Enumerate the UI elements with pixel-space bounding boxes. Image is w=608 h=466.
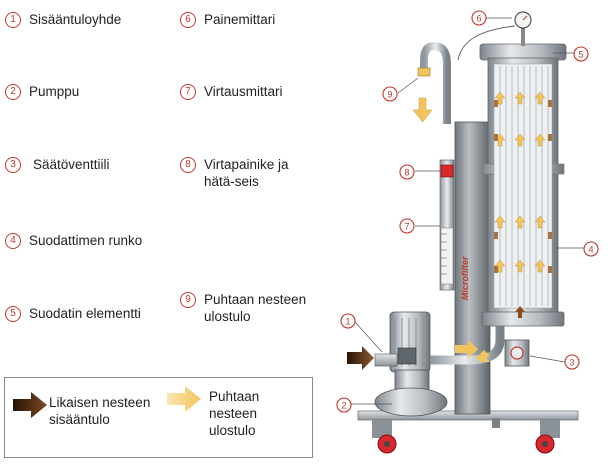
legend-item-9: 9 Puhtaan nesteen ulostulo: [180, 291, 334, 325]
emergency-stop-button: [440, 164, 454, 178]
callout-5: 5: [573, 46, 589, 62]
internal-flow-arrow-2-icon: [476, 350, 490, 362]
legend-item-7: 7 Virtausmittari: [180, 83, 334, 100]
callout-7: 7: [399, 218, 415, 234]
dirty-flow-arrow-icon: [13, 392, 47, 418]
legend-number-6: 6: [180, 12, 196, 28]
gauge-tube: [457, 25, 516, 61]
pump-motor: [374, 311, 448, 417]
dirty-flow-label: Likaisen nesteen sisääntulo: [49, 395, 151, 427]
legend-item-1: 1 Sisääntuloyhde: [5, 11, 179, 28]
legend-label-2: Pumppu: [29, 84, 80, 99]
dirty-inlet-arrow-icon: [347, 346, 374, 370]
clean-flow-label: Puhtaan nesteen ulostulo: [209, 389, 260, 438]
legend-label-4: Suodattimen runko: [29, 233, 143, 248]
callout-number-5: 5: [578, 50, 583, 60]
callout-3: 3: [564, 354, 580, 370]
legend-label-9: Puhtaan nesteen ulostulo: [204, 292, 307, 324]
callout-leaders: [351, 17, 584, 405]
flow-key-box: Likaisen nesteen sisääntulo Puhtaan nest…: [4, 377, 313, 458]
callout-8: 8: [399, 164, 415, 180]
wheel-icon: [377, 434, 555, 454]
legend-label-6: Painemittari: [204, 12, 276, 27]
callout-1: 1: [340, 313, 356, 329]
legend-item-8: 8 Virtapainike ja hätä-seis: [180, 156, 314, 190]
pump-outlet-pipe: [430, 326, 505, 365]
legend-number-2: 2: [5, 84, 21, 100]
inlet-pipe: [374, 353, 398, 367]
legend-item-3: 3 Säätöventtiili: [5, 156, 183, 173]
internal-flow-arrow-icon: [455, 340, 478, 358]
filter-housing: [479, 43, 567, 327]
callout-number-1: 1: [345, 317, 350, 327]
base-frame: [357, 410, 579, 438]
legend-number-8: 8: [180, 157, 196, 173]
legend-label-5: Suodatin elementti: [29, 306, 141, 321]
legend-number-1: 1: [5, 12, 21, 28]
clean-outlet-arrow-icon: [412, 97, 433, 123]
valve-knob-icon: [510, 346, 524, 360]
legend-item-5: 5 Suodatin elementti: [5, 305, 179, 322]
callout-9: 9: [382, 86, 398, 102]
legend-number-9: 9: [180, 292, 196, 308]
flowmeter-scale: [440, 227, 454, 285]
outlet-nozzle: [417, 67, 431, 77]
callout-number-9: 9: [387, 90, 392, 100]
callout-2: 2: [336, 397, 352, 413]
legend-number-3: 3: [5, 157, 21, 173]
legend-number-4: 4: [5, 233, 21, 249]
callout-number-3: 3: [569, 358, 574, 368]
legend-item-2: 2 Pumppu: [5, 83, 179, 100]
legend-label-8: Virtapainike ja hätä-seis: [204, 157, 289, 189]
legend-number-7: 7: [180, 84, 196, 100]
callout-number-4: 4: [588, 245, 593, 255]
legend-item-4: 4 Suodattimen runko: [5, 232, 179, 249]
brand-logo: Microfilter: [460, 256, 470, 300]
callout-number-2: 2: [341, 401, 346, 411]
legend-label-1: Sisääntuloyhde: [29, 12, 122, 27]
callout-number-6: 6: [476, 14, 481, 24]
legend-label-7: Virtausmittari: [204, 84, 283, 99]
clean-flow-arrow-icon: [167, 386, 201, 412]
callout-number-7: 7: [404, 222, 409, 232]
outlet-pipe: [420, 41, 451, 124]
callout-4: 4: [583, 241, 599, 257]
legend-label-3: Säätöventtiili: [33, 157, 110, 172]
legend-item-6: 6 Painemittari: [180, 11, 334, 28]
callout-number-8: 8: [404, 168, 409, 178]
legend-number-5: 5: [5, 306, 21, 322]
callout-6: 6: [471, 10, 487, 26]
pressure-gauge-icon: [514, 11, 532, 46]
